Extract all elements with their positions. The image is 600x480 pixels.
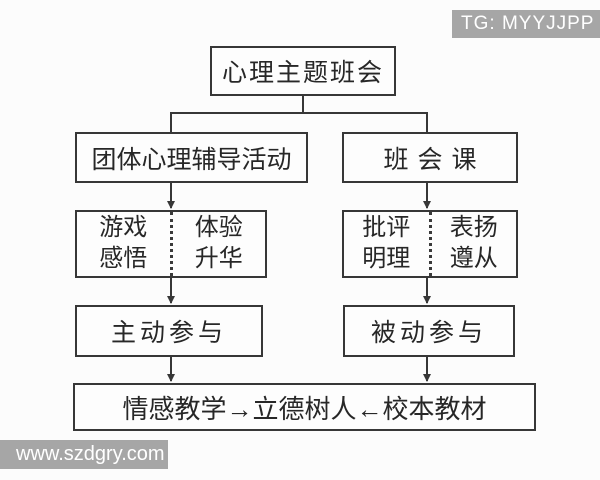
result-left-label: 主动参与 <box>110 320 227 347</box>
watermark-top-right: TG: MYYJJPP <box>452 10 600 38</box>
bottom-label: 情感教学→立德树人←校本教材 <box>122 394 487 424</box>
result-right-box: 被动参与 <box>343 305 515 357</box>
process-right-col2-line2: 遵从 <box>449 246 498 272</box>
branch-right-box: 班会课 <box>342 132 518 183</box>
root-label: 心理主题班会 <box>221 60 384 87</box>
process-left-col1: 游戏 感悟 <box>77 212 173 276</box>
process-right-col2: 表扬 遵从 <box>432 212 517 276</box>
process-right-col1-line1: 批评 <box>362 215 411 241</box>
process-left-col2: 体验 升华 <box>173 212 266 276</box>
branch-right-label: 班会课 <box>383 146 486 174</box>
process-left-col1-line1: 游戏 <box>99 215 148 241</box>
watermark-bottom-left: www.szdgry.com <box>0 440 168 469</box>
process-right-col1-line2: 明理 <box>362 246 411 272</box>
process-left-col2-line2: 升华 <box>194 246 243 272</box>
result-left-box: 主动参与 <box>75 305 263 357</box>
process-right-col1: 批评 明理 <box>344 212 432 276</box>
process-right-col2-line1: 表扬 <box>449 215 498 241</box>
process-left-box: 游戏 感悟 体验 升华 <box>75 210 267 278</box>
process-right-box: 批评 明理 表扬 遵从 <box>342 210 518 278</box>
bottom-box: 情感教学→立德树人←校本教材 <box>73 383 536 431</box>
branch-left-box: 团体心理辅导活动 <box>75 132 308 183</box>
watermark-bottom-left-text: www.szdgry.com <box>16 443 165 465</box>
watermark-top-right-text: TG: MYYJJPP <box>461 13 595 34</box>
root-box: 心理主题班会 <box>210 46 396 96</box>
process-left-col1-line2: 感悟 <box>99 246 148 272</box>
branch-left-label: 团体心理辅导活动 <box>91 146 292 174</box>
process-left-col2-line1: 体验 <box>194 215 243 241</box>
result-right-label: 被动参与 <box>370 320 487 347</box>
